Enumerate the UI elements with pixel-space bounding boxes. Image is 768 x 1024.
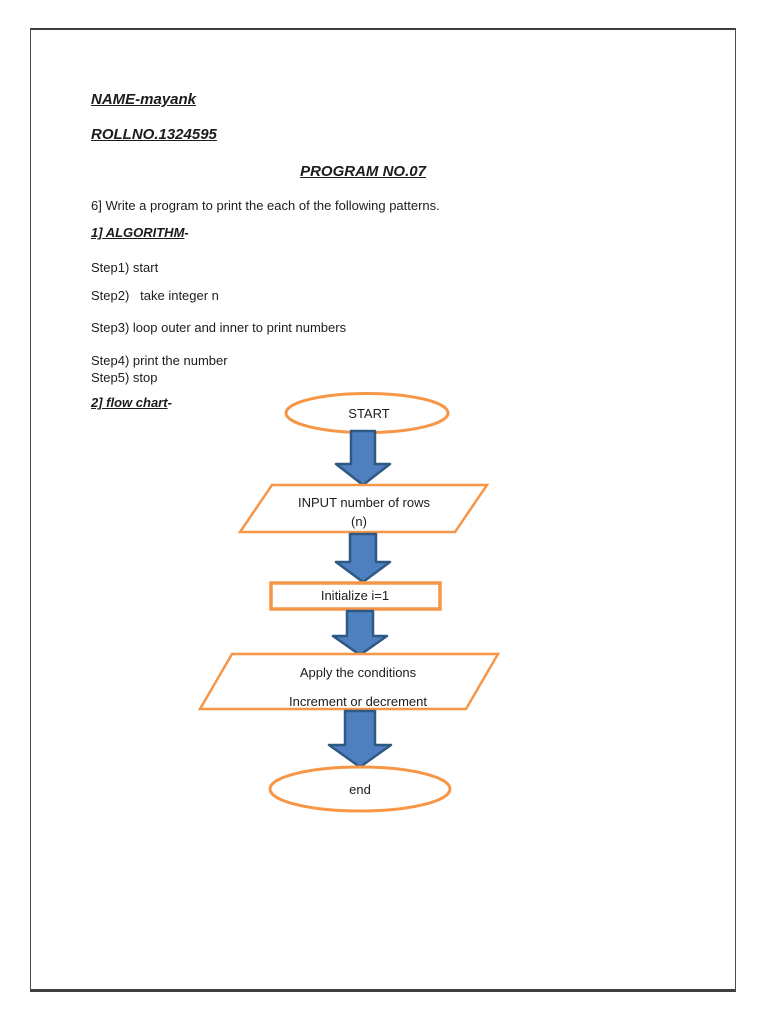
arrow-down-icon	[334, 532, 392, 584]
input-parallelogram-shape	[237, 483, 490, 534]
algorithm-step-2: Step2) take integer n	[91, 288, 219, 303]
algorithm-heading-suffix: -	[184, 225, 189, 240]
student-name-line: NAME-mayank	[91, 91, 197, 108]
arrow-down-icon	[331, 609, 389, 657]
arrow-down-icon	[327, 709, 393, 769]
input-label-line2: (n)	[351, 514, 367, 529]
document-page: NAME-mayank ROLLNO.1324595 PROGRAM NO.07…	[30, 28, 736, 992]
init-rectangle-shape	[269, 581, 442, 611]
program-title-text: PROGRAM NO.07	[300, 163, 426, 180]
question-text: 6] Write a program to print the each of …	[91, 198, 440, 213]
input-label-line1: INPUT number of rows	[298, 495, 430, 510]
flowchart: START INPUT number of rows (n) Initializ…	[197, 392, 501, 813]
program-title-line: PROGRAM NO.07	[91, 163, 635, 181]
flowchart-heading: 2] flow chart-	[91, 394, 635, 412]
apply-label-line2: Increment or decrement	[289, 694, 427, 709]
flowchart-input-node: INPUT number of rows (n)	[237, 483, 490, 534]
arrow-down-icon	[334, 429, 392, 487]
flowchart-apply-node: Apply the conditions Increment or decrem…	[197, 652, 501, 711]
flowchart-start-node: START	[284, 392, 450, 434]
algorithm-step-3: Step3) loop outer and inner to print num…	[91, 320, 347, 335]
end-label: end	[349, 782, 371, 797]
algorithm-heading-text: 1] ALGORITHM	[91, 225, 185, 240]
algorithm-step-4: Step4) print the number	[91, 353, 228, 368]
student-rollno-line: ROLLNO.1324595	[91, 126, 217, 143]
algorithm-step-5: Step5) stop	[91, 370, 158, 385]
flowchart-heading-suffix: -	[167, 395, 172, 410]
apply-label-line1: Apply the conditions	[300, 665, 417, 680]
algorithm-heading: 1] ALGORITHM-	[91, 224, 635, 242]
apply-parallelogram-shape	[197, 652, 501, 711]
end-ellipse-shape	[268, 765, 452, 813]
init-label: Initialize i=1	[321, 588, 389, 603]
flowchart-init-node: Initialize i=1	[269, 581, 442, 611]
document-content: NAME-mayank ROLLNO.1324595 PROGRAM NO.07…	[31, 30, 735, 412]
algorithm-step-1: Step1) start	[91, 260, 159, 275]
start-label: START	[348, 406, 389, 421]
flowchart-heading-text: 2] flow chart	[91, 395, 168, 410]
flowchart-end-node: end	[268, 765, 452, 813]
